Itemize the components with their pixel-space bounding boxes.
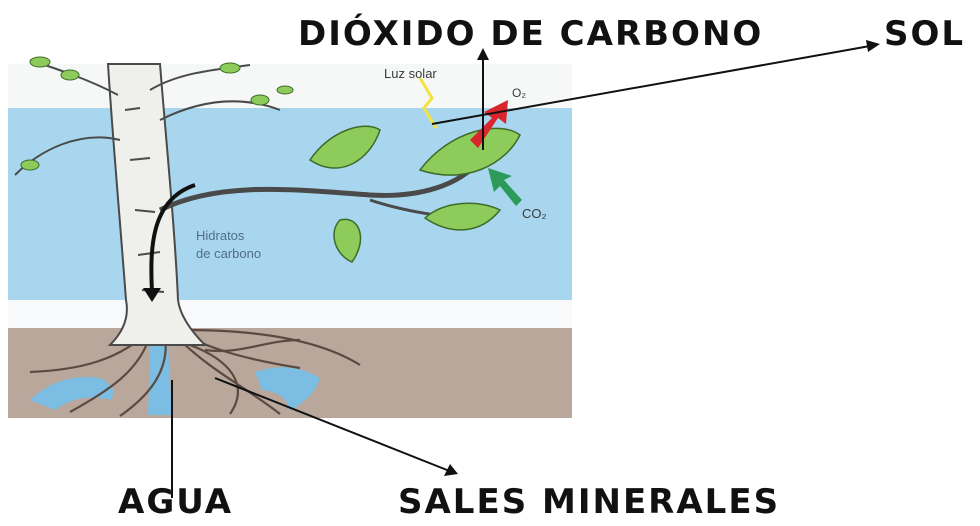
sun-pointer-arrowhead — [866, 40, 880, 52]
oxygen-label: O₂ — [512, 86, 526, 100]
minerals-pointer-arrowhead — [444, 464, 458, 476]
sunlight-label: Luz solar — [384, 66, 437, 81]
water-patch-center — [148, 345, 172, 415]
water-heading: AGUA — [118, 482, 234, 522]
trunk — [106, 63, 208, 346]
carbohydrate-arrowhead — [143, 288, 161, 302]
co2-pointer-arrowhead — [477, 48, 489, 60]
sunlight-ray — [418, 77, 438, 129]
small-leaves — [20, 56, 294, 171]
leaves — [308, 125, 521, 263]
minerals-pointer-line — [214, 377, 453, 473]
carbohydrate-arrow — [149, 183, 196, 293]
minerals-heading: SALES MINERALES — [398, 482, 781, 522]
carbs-label-line1: Hidratos — [196, 228, 245, 243]
leaf-low — [333, 218, 362, 263]
co2-small-label: CO₂ — [522, 206, 547, 221]
co2-arrow — [488, 168, 522, 206]
upper-sky — [8, 64, 572, 108]
carbs-label-line2: de carbono — [196, 246, 262, 261]
water-patch-left — [30, 376, 114, 410]
leaf-big — [418, 127, 521, 176]
leaf-top — [308, 125, 381, 169]
leaf-right — [423, 202, 502, 231]
co2-heading: DIÓXIDO DE CARBONO — [298, 14, 764, 54]
main-branch — [158, 158, 482, 213]
sun-pointer-line — [431, 45, 871, 125]
ground-gap — [8, 300, 572, 328]
water-patch-right — [255, 367, 320, 410]
sun-heading: SOL — [884, 14, 966, 54]
annotation-lines — [171, 45, 871, 498]
